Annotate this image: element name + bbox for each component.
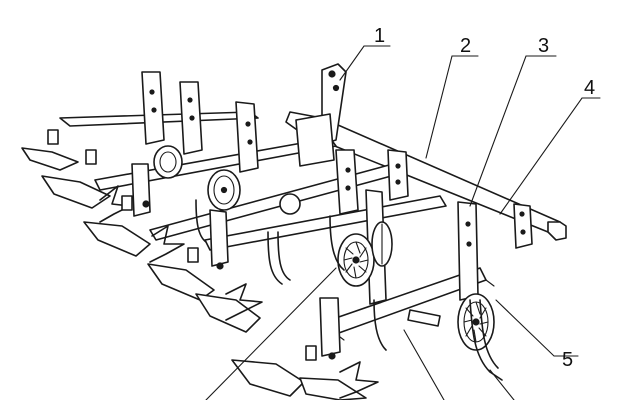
near-beam-bottom <box>407 309 441 327</box>
leader-5 <box>495 299 579 357</box>
leader-1 <box>339 45 391 81</box>
callout-labels: 1 2 3 4 5 <box>374 25 595 371</box>
hitch-tower <box>295 63 347 167</box>
leader-3 <box>469 55 557 207</box>
middle-beam-c <box>204 195 447 251</box>
wheel-rear-small <box>279 193 301 215</box>
gauge-wheels <box>153 145 495 351</box>
wheel-far <box>207 169 241 211</box>
callout-label-3: 3 <box>538 35 549 57</box>
leader-bottom-2 <box>403 329 445 400</box>
shares <box>21 129 379 400</box>
callout-label-4: 4 <box>584 77 595 99</box>
upright-10 <box>319 297 341 357</box>
upright-9 <box>209 209 229 267</box>
upright-3 <box>235 101 259 173</box>
upright-7 <box>513 203 533 249</box>
leader-bottom-1 <box>205 267 337 400</box>
upright-8 <box>131 163 151 217</box>
callout-label-1: 1 <box>374 25 385 47</box>
wheel-near <box>457 293 495 351</box>
wheel-middle-2 <box>371 221 393 267</box>
wheel-back <box>153 145 183 179</box>
leader-2 <box>425 55 479 159</box>
callout-label-2: 2 <box>460 35 471 57</box>
upright-6 <box>457 201 479 301</box>
upright-5 <box>387 149 409 201</box>
wheel-middle <box>337 233 375 287</box>
tines <box>195 199 503 381</box>
upright-4 <box>335 149 359 215</box>
leader-4 <box>499 97 601 215</box>
leader-bottom-3 <box>489 369 515 400</box>
callout-label-5: 5 <box>562 349 573 371</box>
leader-lines <box>205 45 601 400</box>
crossbar-end <box>547 221 567 241</box>
